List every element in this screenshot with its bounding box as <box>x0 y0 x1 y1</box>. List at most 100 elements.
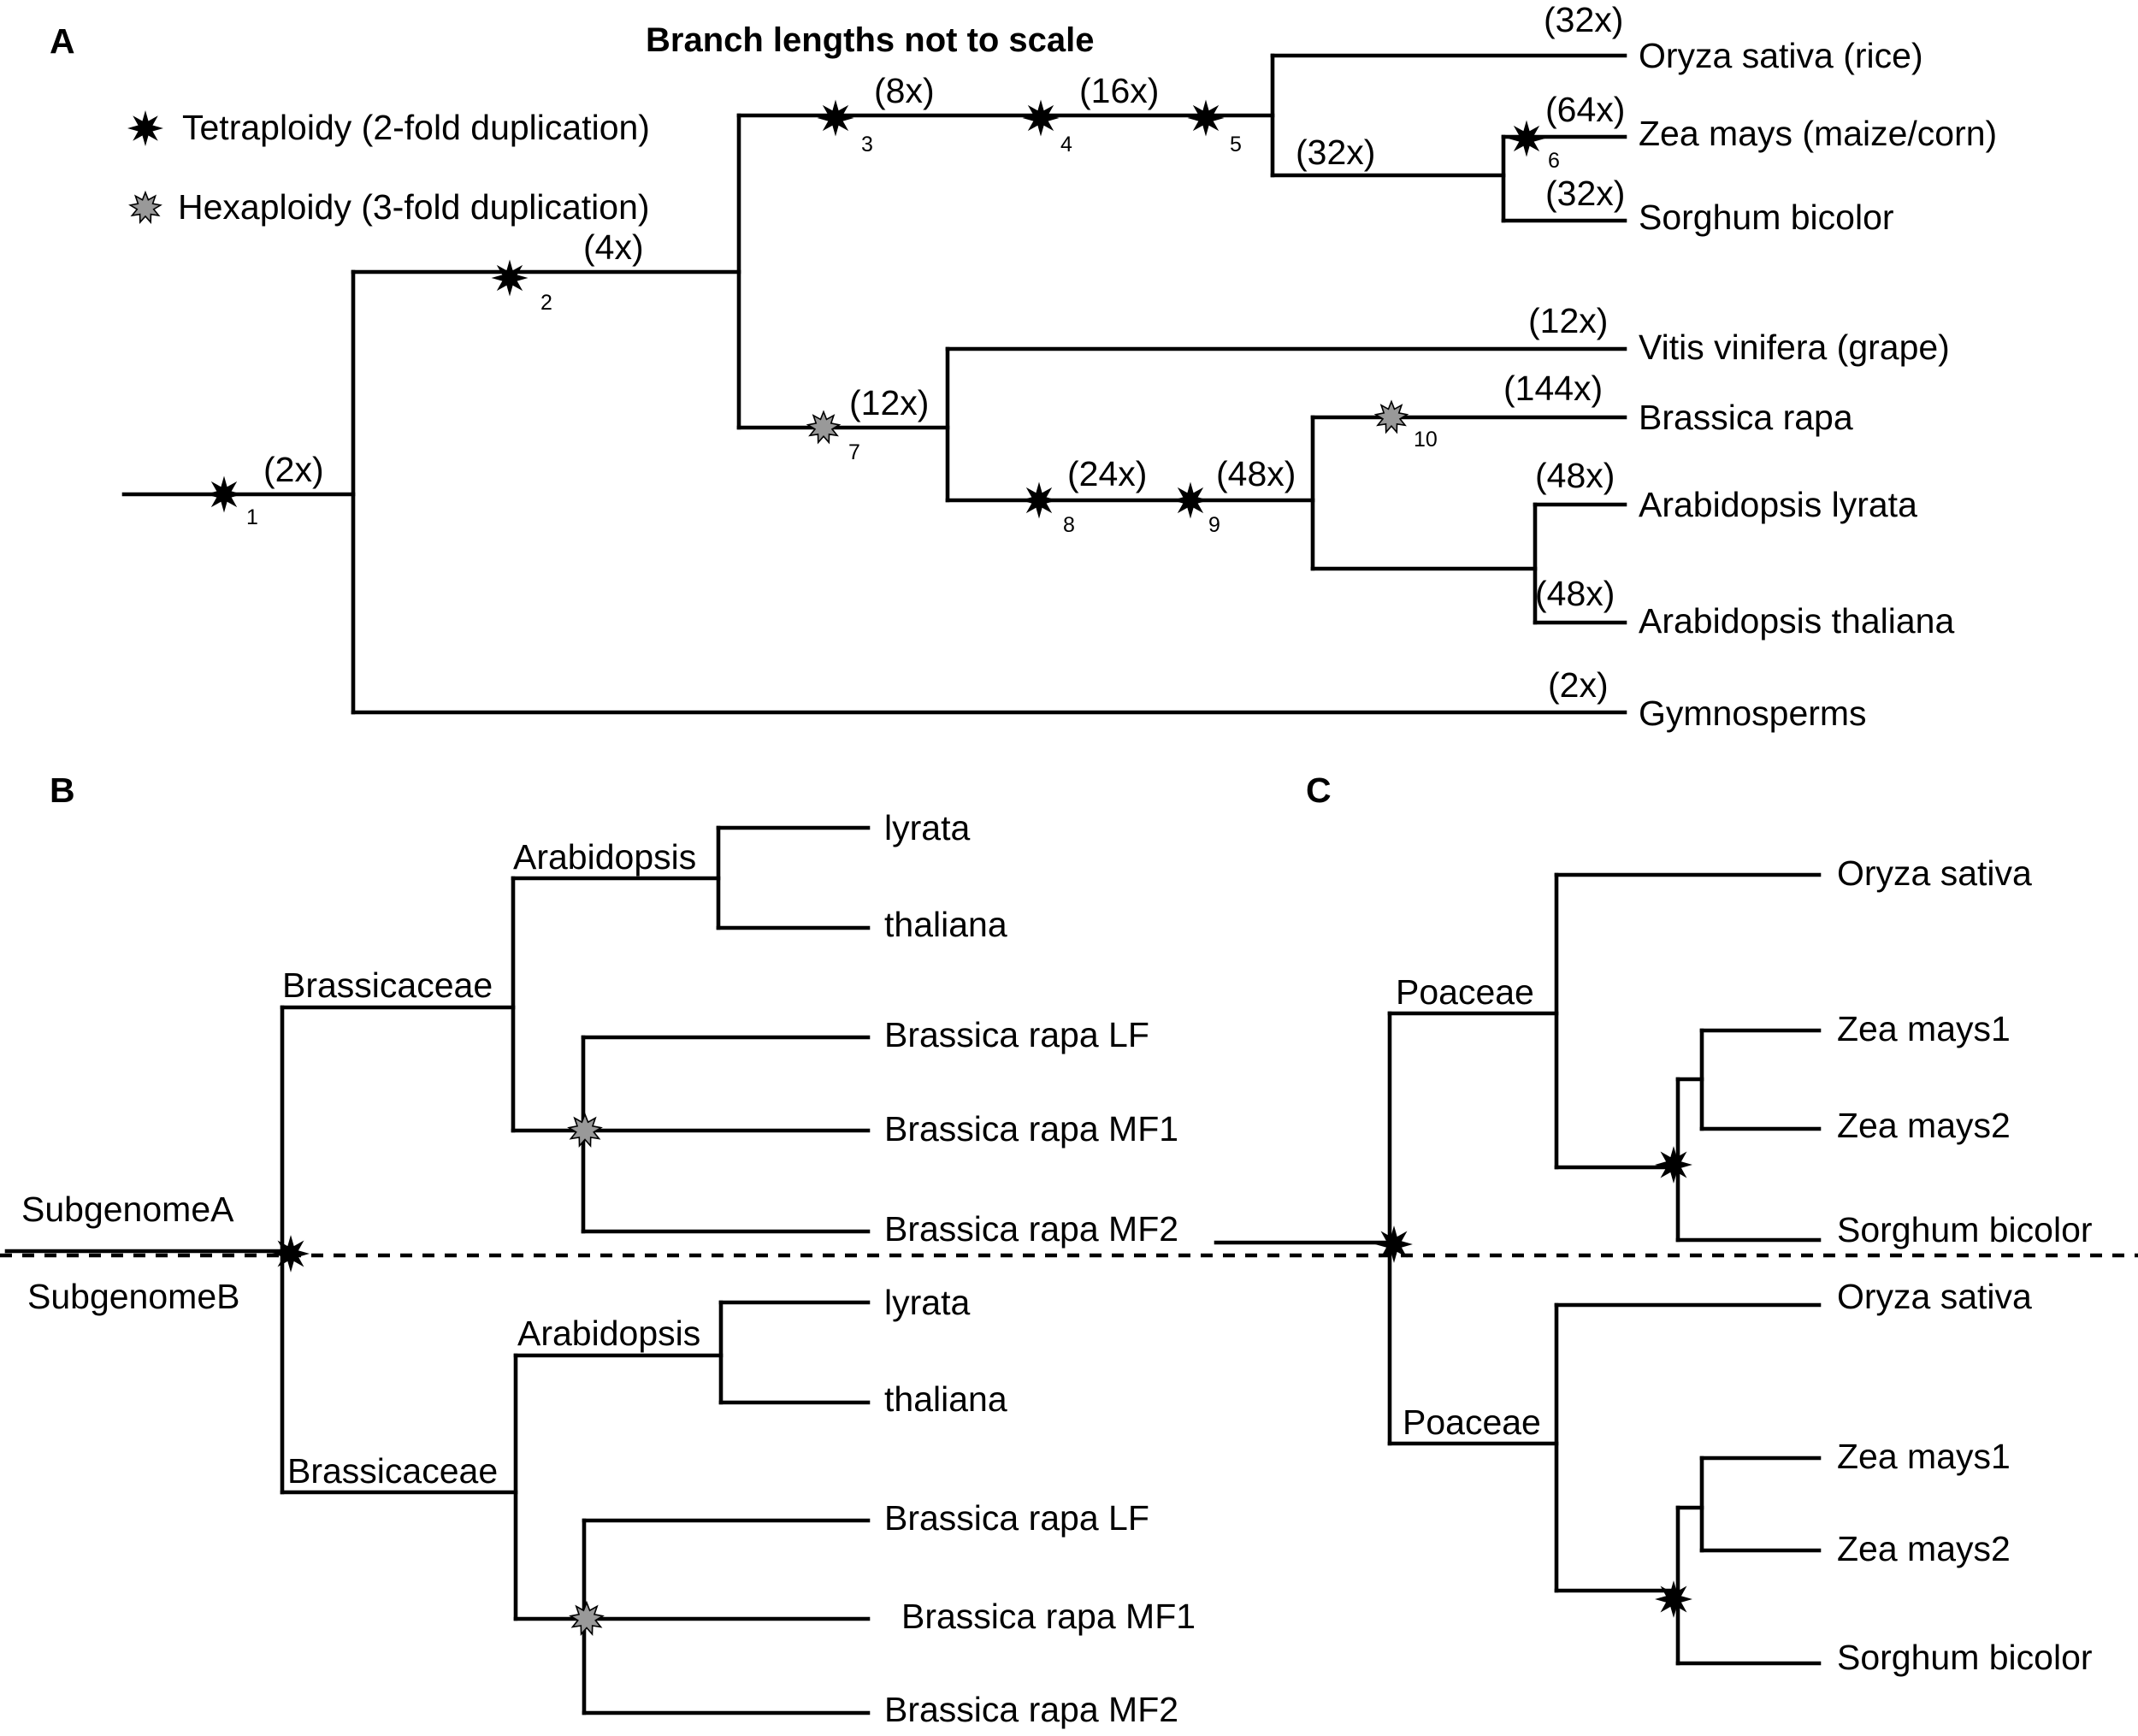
tetraploidy-star-icon <box>1655 1580 1692 1618</box>
ploidy-label: (12x) <box>849 383 929 422</box>
event-number: 1 <box>246 505 258 529</box>
ploidy-label: (2x) <box>263 450 324 489</box>
panel-label-a: A <box>50 21 75 61</box>
ploidy-label: (8x) <box>874 71 935 110</box>
ploidy-label: (32x) <box>1296 133 1375 172</box>
event-number: 2 <box>540 291 552 315</box>
tetraploidy-star-icon <box>491 259 529 297</box>
leaf-ploidy: (48x) <box>1535 456 1615 495</box>
panel-label-c: C <box>1306 771 1332 810</box>
tree-b-labels: SubgenomeA SubgenomeB Brassicaceae Brass… <box>21 808 1196 1729</box>
tetraploidy-star-icon <box>1022 99 1060 137</box>
leaf-name: Brassica rapa MF1 <box>901 1597 1196 1636</box>
ploidy-label: (4x) <box>583 227 644 267</box>
tree-c-labels: Poaceae Poaceae Oryza sativa Zea mays1 Z… <box>1396 853 2093 1677</box>
leaf-name: Sorghum bicolor <box>1837 1210 2093 1249</box>
event-numbers: 1 2 3 4 5 6 7 8 9 10 <box>246 133 1560 537</box>
leaf-ploidy: (64x) <box>1545 90 1625 129</box>
hexaploidy-star-shape <box>1373 399 1409 434</box>
leaf-name: thaliana <box>884 905 1007 944</box>
tetraploidy-star-shape <box>1655 1580 1692 1618</box>
leaf-ploidy: (48x) <box>1535 574 1615 613</box>
ploidy-label: (48x) <box>1216 454 1296 493</box>
tetraploidy-star-shape <box>1172 481 1209 519</box>
tree-b-branches <box>4 825 871 1715</box>
event-number: 3 <box>861 133 873 156</box>
tetraploidy-star-icon <box>1187 99 1225 137</box>
genus-label: Arabidopsis <box>513 837 696 877</box>
legend-hexaploidy-label: Hexaploidy (3-fold duplication) <box>178 187 650 227</box>
family-label: Brassicaceae <box>282 965 493 1005</box>
panel-label-b: B <box>50 771 75 810</box>
leaf-ploidy: (144x) <box>1503 369 1603 408</box>
leaf-name: Sorghum bicolor <box>1837 1638 2093 1677</box>
leaf-name: Sorghum bicolor <box>1639 198 1894 237</box>
leaf-name: Brassica rapa MF1 <box>884 1109 1178 1148</box>
leaf-name: Zea mays1 <box>1837 1437 2011 1476</box>
leaf-name: lyrata <box>884 808 970 847</box>
tetraploidy-star-shape <box>1375 1225 1413 1263</box>
tetraploidy-star-shape <box>1508 120 1545 157</box>
subgenome-b-label: SubgenomeB <box>27 1277 239 1316</box>
event-number: 4 <box>1060 133 1072 156</box>
hexaploidy-star-shape <box>128 190 162 224</box>
subgenome-a-label: SubgenomeA <box>21 1190 234 1229</box>
tetraploidy-star-shape <box>205 475 243 513</box>
event-number: 6 <box>1548 149 1560 173</box>
leaf-name: Arabidopsis thaliana <box>1639 601 1954 641</box>
leaf-name: Vitis vinifera (grape) <box>1639 328 1950 367</box>
figure-title: Branch lengths not to scale <box>646 21 1095 59</box>
leaf-name: thaliana <box>884 1379 1007 1419</box>
tetraploidy-star-icon <box>1020 481 1058 519</box>
leaf-ploidy: (32x) <box>1544 0 1623 39</box>
hexaploidy-legend-star-icon <box>128 190 162 224</box>
leaf-name: Brassica rapa LF <box>884 1015 1149 1054</box>
leaf-name: lyrata <box>884 1283 970 1322</box>
tetraploidy-star-icon <box>1172 481 1209 519</box>
hexaploidy-star-icon <box>569 1600 605 1636</box>
tetraploidy-star-icon <box>205 475 243 513</box>
tetraploidy-star-icon <box>1508 120 1545 157</box>
leaf-name: Brassica rapa LF <box>884 1498 1149 1538</box>
leaf-name: Oryza sativa (rice) <box>1639 36 1923 75</box>
leaf-name: Zea mays2 <box>1837 1529 2011 1568</box>
tetraploidy-star-shape <box>817 99 854 137</box>
tetraploidy-star-shape <box>272 1235 310 1272</box>
tetraploidy-star-icon <box>1375 1225 1413 1263</box>
event-number: 7 <box>848 440 860 464</box>
tetraploidy-star-shape <box>1655 1146 1692 1184</box>
hexaploidy-star-icon <box>567 1112 603 1148</box>
tetraploidy-star-icon <box>817 99 854 137</box>
ploidy-label: (24x) <box>1067 454 1147 493</box>
hexaploidy-star-shape <box>567 1112 603 1148</box>
legend: Tetraploidy (2-fold duplication) Hexaplo… <box>127 108 650 227</box>
leaf-name: Zea mays2 <box>1837 1106 2011 1145</box>
hexaploidy-star-icon <box>1373 399 1409 434</box>
leaf-name: Zea mays1 <box>1837 1009 2011 1048</box>
genus-label: Arabidopsis <box>517 1314 700 1353</box>
leaf-ploidy: (12x) <box>1528 301 1608 340</box>
tetraploidy-legend-star-icon <box>127 110 163 146</box>
event-number: 5 <box>1230 133 1242 156</box>
family-label: Poaceae <box>1403 1402 1541 1442</box>
tetraploidy-star-shape <box>1020 481 1058 519</box>
family-label: Brassicaceae <box>287 1451 498 1491</box>
leaf-name: Gymnosperms <box>1639 694 1867 733</box>
tetraploidy-star-shape <box>491 259 529 297</box>
hexaploidy-star-icon <box>806 410 842 445</box>
branch-ploidy-labels: (2x) (4x) (8x) (16x) (32x) (12x) (24x) (… <box>263 71 1375 493</box>
tetraploidy-star-shape <box>1022 99 1060 137</box>
leaf-name: Oryza sativa <box>1837 853 2032 893</box>
leaf-name: Arabidopsis lyrata <box>1639 485 1917 524</box>
leaf-ploidy: (32x) <box>1545 174 1625 213</box>
tetraploidy-star-shape <box>127 110 163 146</box>
ploidy-label: (16x) <box>1079 71 1159 110</box>
hexaploidy-star-shape <box>569 1600 605 1636</box>
event-number: 8 <box>1063 513 1075 537</box>
tetraploidy-star-icon <box>1655 1146 1692 1184</box>
tetraploidy-star-shape <box>1187 99 1225 137</box>
tree-a-leaves: (32x) Oryza sativa (rice) (64x) Zea mays… <box>1503 0 1997 733</box>
leaf-name: Zea mays (maize/corn) <box>1639 114 1997 153</box>
tetraploidy-star-icon <box>272 1235 310 1272</box>
